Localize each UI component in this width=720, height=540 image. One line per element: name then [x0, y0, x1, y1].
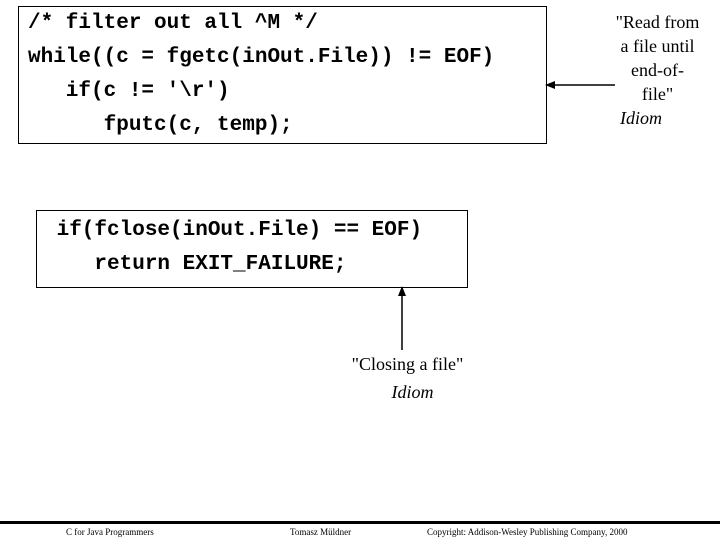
code-block-1: /* filter out all ^M */ while((c = fgetc(… [28, 7, 494, 143]
arrow-up-icon [398, 286, 406, 350]
code-line: return EXIT_FAILURE; [44, 253, 347, 276]
code-line: if(fclose(inOut.File) == EOF) [44, 219, 423, 242]
note-line: "Read from [615, 12, 700, 32]
note-close-idiom: "Closing a file" Idiom [330, 352, 485, 404]
footer-divider [0, 521, 720, 524]
code-line: fputc(c, temp); [28, 114, 293, 137]
code-line: if(c != '\r') [28, 80, 230, 103]
code-block-2: if(fclose(inOut.File) == EOF) return EXI… [44, 214, 422, 282]
note-label: Idiom [620, 108, 662, 128]
code-box-2 [36, 210, 468, 288]
note-line: end-of- [631, 60, 684, 80]
note-line: file" [641, 84, 674, 104]
note-text: "Closing a file" [351, 354, 464, 374]
code-line: while((c = fgetc(inOut.File)) != EOF) [28, 46, 495, 69]
footer-right: Copyright: Addison-Wesley Publishing Com… [427, 527, 628, 537]
arrow-left-icon [545, 81, 615, 89]
code-line: /* filter out all ^M */ [28, 12, 318, 35]
note-line: a file until [620, 36, 695, 56]
note-read-idiom: "Read from a file until end-of- file" Id… [600, 10, 715, 130]
footer-left: C for Java Programmers [66, 527, 154, 537]
note-label: Idiom [391, 382, 434, 402]
code-box-1 [18, 6, 547, 144]
footer-center: Tomasz Müldner [290, 527, 352, 537]
